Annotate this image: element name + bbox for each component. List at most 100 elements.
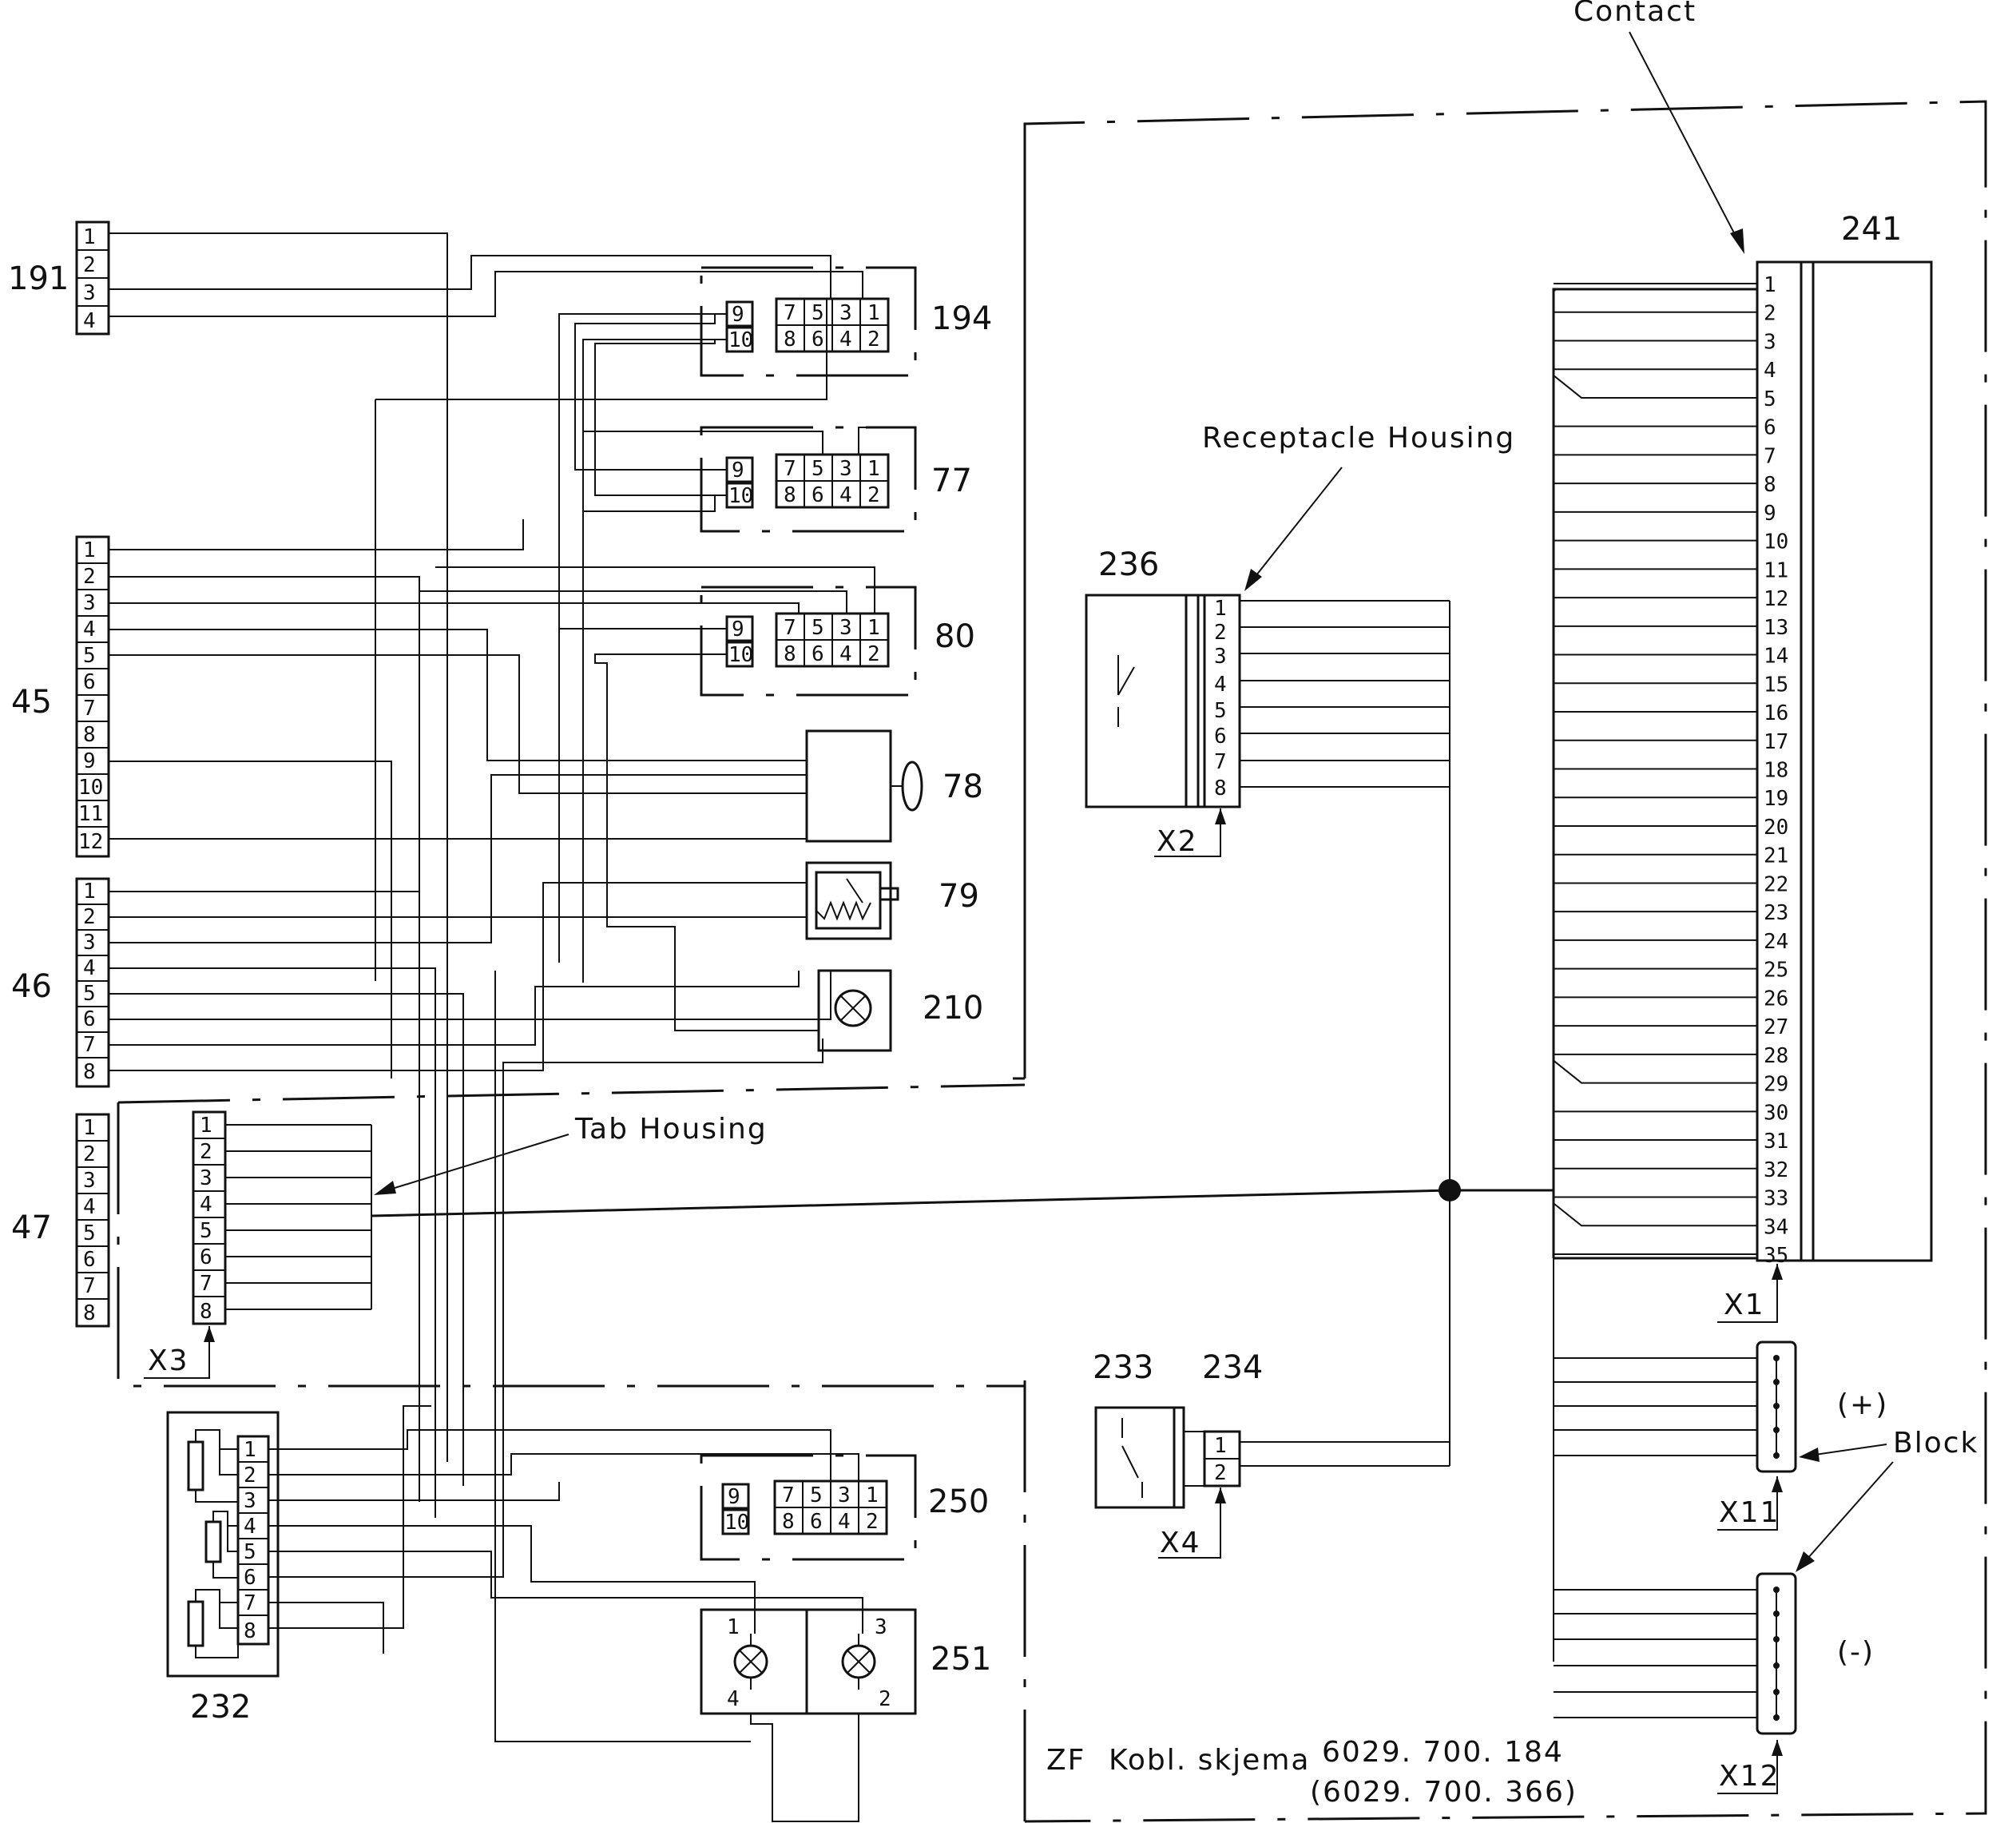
svg-text:6: 6	[812, 328, 824, 351]
tab-to-junction-wire	[371, 1189, 1450, 1217]
pin-241-25: 25	[1764, 959, 1788, 983]
lamp-pin-1: 1	[727, 1615, 740, 1639]
svg-text:7: 7	[1214, 750, 1227, 774]
wire-241-29	[1553, 1059, 1757, 1084]
pin-241-23: 23	[1764, 901, 1788, 925]
pin-241-9: 9	[1764, 502, 1776, 526]
x12-marker: X12	[1717, 1740, 1783, 1794]
connector-234: 1 2	[1184, 1430, 1241, 1487]
title-name: Kobl. skjema	[1109, 1744, 1310, 1777]
pin-47-5: 5	[83, 1221, 96, 1245]
svg-text:4: 4	[1214, 673, 1227, 697]
pin-46-4: 4	[83, 956, 96, 980]
pin-45-1: 1	[83, 538, 96, 562]
pin-tab-6: 6	[200, 1245, 212, 1269]
pin-47-7: 7	[83, 1274, 96, 1298]
lamp-pin-2: 2	[879, 1687, 891, 1711]
lamp-pin-3: 3	[875, 1615, 887, 1639]
svg-text:1: 1	[1214, 597, 1227, 621]
dual-lamp-251: 1 4 3 2	[700, 1608, 917, 1822]
label-210: 210	[923, 990, 983, 1027]
label-46: 46	[11, 968, 52, 1005]
svg-text:8: 8	[784, 483, 796, 507]
x3-label: X3	[148, 1344, 189, 1377]
pin-241-26: 26	[1764, 987, 1788, 1011]
svg-text:8: 8	[784, 642, 796, 666]
svg-text:9: 9	[732, 303, 744, 327]
label-45: 45	[11, 684, 52, 721]
pin-47-3: 3	[83, 1169, 96, 1193]
pin-191-1: 1	[83, 225, 96, 249]
pin-47-2: 2	[83, 1142, 96, 1166]
pin-241-21: 21	[1764, 844, 1788, 868]
svg-text:1: 1	[867, 616, 880, 640]
pin-tab-1: 1	[200, 1114, 212, 1138]
svg-text:4: 4	[839, 642, 852, 666]
svg-text:2: 2	[1214, 1461, 1227, 1485]
relay-77: 9 10 7 5 3 1 8 6 4 2	[700, 426, 917, 533]
pin-241-4: 4	[1764, 359, 1776, 383]
svg-text:6: 6	[1214, 725, 1227, 749]
x2-label: X2	[1157, 825, 1198, 858]
pin-46-5: 5	[83, 982, 96, 1006]
connector-191: 1 2 3 4	[75, 220, 110, 336]
svg-text:1: 1	[867, 457, 880, 481]
pin-45-7: 7	[83, 697, 96, 721]
svg-text:7: 7	[784, 301, 796, 325]
pin-tab-4: 4	[200, 1193, 212, 1217]
label-241: 241	[1841, 211, 1902, 248]
title-alt-number: (6029. 700. 366)	[1310, 1776, 1577, 1809]
receptacle-housing-236: 1 2 3 4 5 6 7 8	[1203, 594, 1241, 808]
label-78: 78	[943, 769, 983, 805]
contact-label: Contact	[1574, 0, 1697, 28]
pin-45-8: 8	[83, 723, 96, 747]
pin-241-8: 8	[1764, 473, 1776, 497]
svg-text:6: 6	[810, 1510, 823, 1534]
pin-241-29: 29	[1764, 1073, 1788, 1097]
svg-text:4: 4	[839, 328, 852, 351]
block-leader-minus	[1800, 1461, 1894, 1567]
x1-label: X1	[1724, 1289, 1765, 1321]
left-wiring	[109, 232, 875, 1742]
wire-241-34	[1553, 1202, 1757, 1227]
pin-241-15: 15	[1764, 673, 1788, 697]
minus-label: (-)	[1837, 1636, 1875, 1669]
pin-241-3: 3	[1764, 330, 1776, 354]
label-191: 191	[8, 260, 69, 297]
pin-45-10: 10	[78, 776, 103, 800]
label-233: 233	[1093, 1349, 1153, 1386]
svg-text:10: 10	[728, 328, 753, 352]
pin-241-7: 7	[1764, 444, 1776, 468]
svg-text:5: 5	[812, 616, 824, 640]
pin-tab-3: 3	[200, 1166, 212, 1190]
lamp-210	[817, 969, 892, 1052]
pin-45-3: 3	[83, 591, 96, 615]
pin-45-6: 6	[83, 670, 96, 694]
svg-text:6: 6	[812, 642, 824, 666]
tab-housing-frame	[117, 1083, 1026, 1404]
svg-text:5: 5	[812, 457, 824, 481]
connector-46: 1 2 3 4 5 6 7 8	[75, 877, 110, 1088]
svg-text:4: 4	[839, 483, 852, 507]
pin-45-4: 4	[83, 618, 96, 641]
x1-marker: X1	[1717, 1264, 1783, 1323]
svg-text:8: 8	[784, 328, 796, 351]
x11-marker: X11	[1717, 1476, 1783, 1531]
wire-241-5	[1553, 375, 1757, 399]
pin-241-6: 6	[1764, 416, 1776, 440]
svg-text:8: 8	[782, 1510, 795, 1534]
svg-text:9: 9	[732, 618, 744, 641]
x4-label: X4	[1160, 1527, 1201, 1559]
pin-241-30: 30	[1764, 1101, 1788, 1125]
pin-46-8: 8	[83, 1060, 96, 1084]
x4-marker: X4	[1158, 1487, 1226, 1559]
tab-housing-connector: 1 2 3 4 5 6 7 8	[192, 1110, 372, 1325]
key-switch-78	[805, 729, 923, 843]
receptacle-wires	[1240, 600, 1450, 1466]
lamp-pin-4: 4	[727, 1687, 740, 1711]
relay-250: 9 10 7 5 3 1 8 6 4 2	[700, 1454, 917, 1561]
pin-241-5: 5	[1764, 387, 1776, 411]
svg-text:3: 3	[244, 1489, 256, 1513]
pin-241-33: 33	[1764, 1187, 1788, 1211]
label-79: 79	[939, 878, 979, 915]
